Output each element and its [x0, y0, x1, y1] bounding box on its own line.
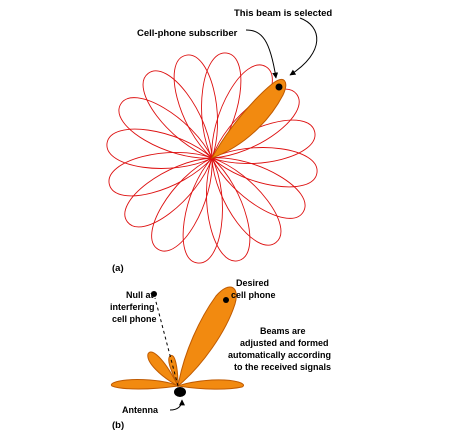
interfering-phone-marker	[151, 291, 157, 297]
beam-outline	[108, 152, 213, 197]
note-line2: adjusted and formed	[240, 338, 329, 348]
beam-outline	[201, 52, 242, 159]
panel-b-adaptive-beams: Desired cell phone Null at interfering c…	[110, 278, 331, 431]
beam-outline	[118, 97, 213, 159]
panel-a-beam-pattern: This beam is selected Cell-phone subscri…	[106, 8, 332, 274]
beam-outline	[211, 157, 306, 219]
side-lobe-left	[147, 351, 180, 388]
adaptive-beam-lobes	[110, 286, 244, 390]
antenna-arrow	[169, 399, 185, 411]
selected-beam-label: This beam is selected	[234, 8, 332, 19]
beam-outline	[106, 128, 213, 169]
desired-phone-marker	[223, 297, 229, 303]
note-line3: automatically according	[228, 350, 331, 360]
panel-b-label: (b)	[112, 420, 124, 431]
beam-outline	[142, 70, 213, 159]
subscriber-callout-arrow	[245, 29, 279, 79]
subscriber-phone-marker	[275, 83, 283, 91]
beam-outline	[206, 157, 251, 262]
note-line4: to the received signals	[234, 362, 331, 372]
desired-main-lobe	[177, 286, 237, 388]
horizontal-lobe-right	[176, 379, 244, 390]
desired-label-line2: cell phone	[231, 290, 276, 300]
beam-outline	[124, 157, 213, 228]
panel-a-label: (a)	[112, 263, 124, 274]
horizontal-lobe-left	[110, 379, 180, 390]
null-label-line3: cell phone	[112, 314, 157, 324]
selected-beam	[210, 79, 287, 159]
beam-outline	[151, 157, 213, 252]
beam-outline	[173, 54, 218, 159]
beam-outline	[211, 157, 282, 246]
note-line1: Beams are	[260, 326, 306, 336]
null-label-line1: Null at	[126, 290, 154, 300]
antenna-label: Antenna	[122, 405, 159, 415]
subscriber-label: Cell-phone subscriber	[137, 28, 238, 39]
selected-callout-arrow	[289, 17, 318, 76]
antenna-marker	[174, 387, 186, 397]
beam-outline	[182, 157, 223, 264]
desired-label-line1: Desired	[236, 278, 269, 288]
null-label-line2: interfering	[110, 302, 155, 312]
beam-outline	[211, 88, 300, 159]
beam-outline	[211, 147, 318, 188]
